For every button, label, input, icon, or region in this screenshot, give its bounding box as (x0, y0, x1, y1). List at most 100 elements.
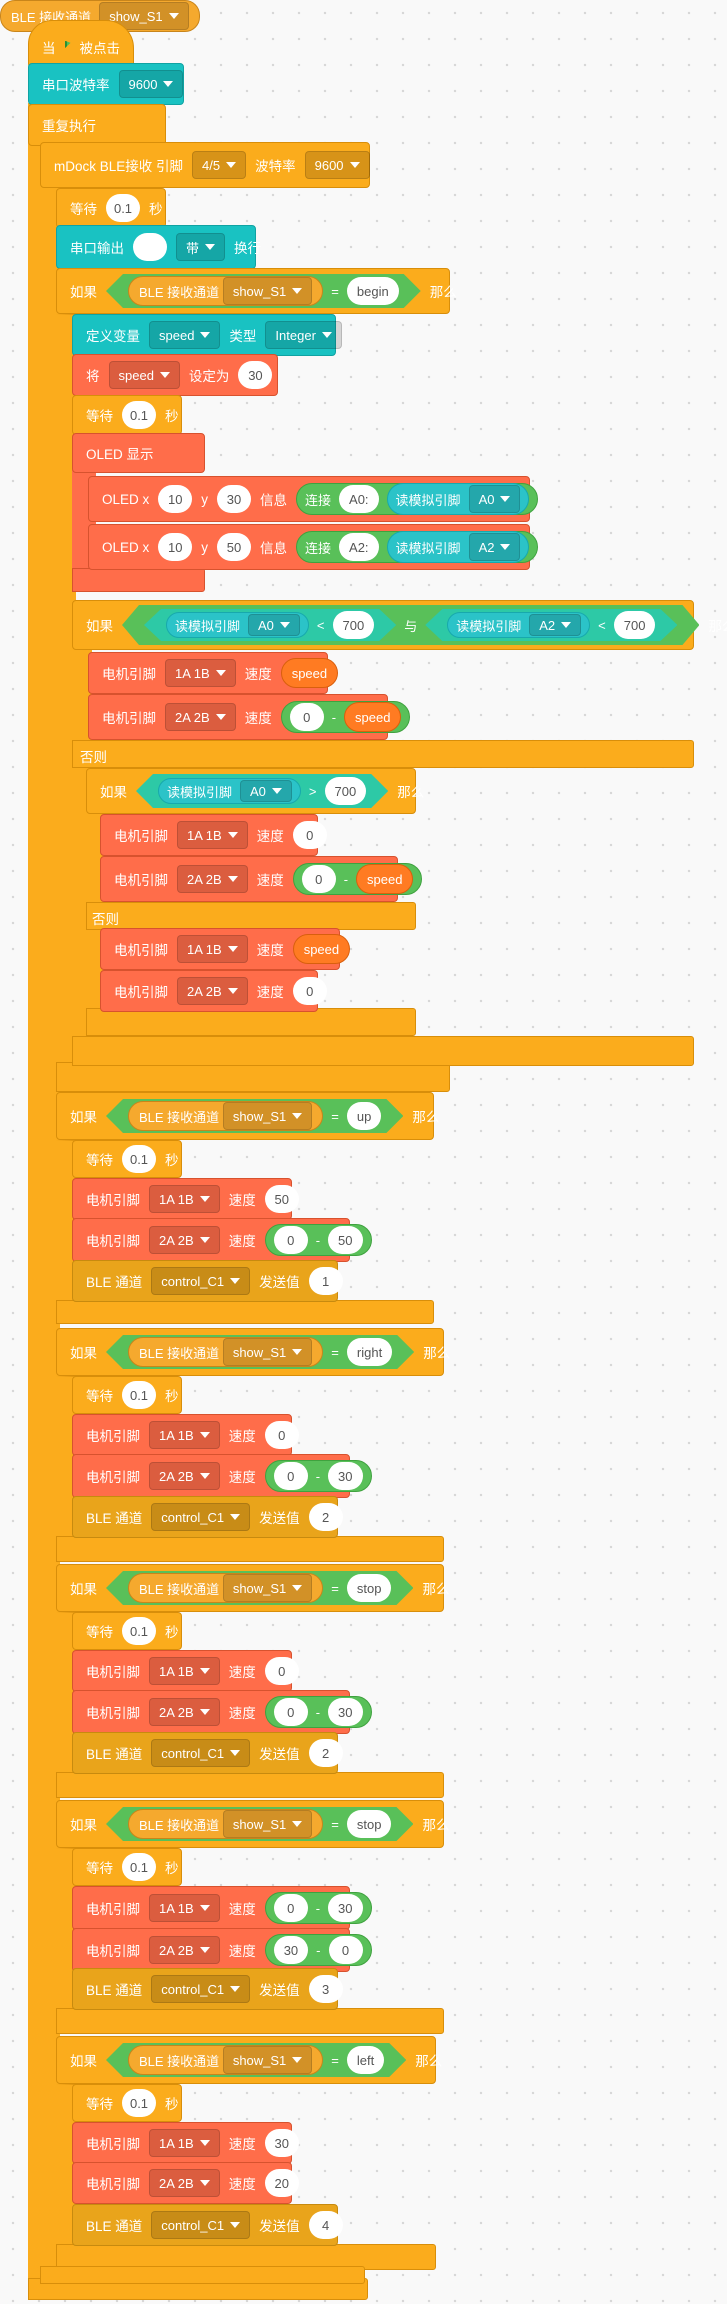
equals-condition[interactable]: BLE 接收通道 show_S1 = begin (106, 274, 421, 308)
when-label: 当 (42, 41, 56, 56)
ble-baud-label: 波特率 (255, 159, 296, 174)
if-left-arm (56, 2084, 80, 2263)
forever-label: 重复执行 (42, 119, 96, 134)
serial-output-block[interactable]: 串口输出 带 换行 (56, 225, 261, 269)
if-begin-bottom (56, 1062, 450, 1092)
with-dropdown[interactable]: 带 (176, 233, 226, 261)
else-label: 否则 (80, 750, 107, 765)
if-up-arm (56, 1140, 80, 1319)
wait-label: 等待 (70, 202, 97, 217)
ble-channel-reporter[interactable]: BLE 接收通道 show_S1 (0, 0, 200, 32)
when-flag-clicked-block[interactable]: 当 被点击 (28, 20, 134, 68)
if-stop2-arm (56, 1848, 80, 2029)
set-variable-block[interactable]: 将 speed 设定为 30 (72, 354, 278, 396)
if-left-bottom (56, 2244, 436, 2270)
wait-input[interactable]: 0.1 (106, 194, 140, 222)
if-a0-bottom (72, 1036, 694, 1066)
then-label: 那么 (429, 285, 457, 300)
serial-baud-block[interactable]: 串口波特率 9600 (28, 63, 184, 105)
wait-block-1[interactable]: 等待 0.1 秒 (56, 188, 166, 228)
begin-input[interactable]: begin (347, 277, 399, 305)
newline-label: 换行 (234, 241, 262, 256)
pins-dropdown[interactable]: 4/5 (192, 151, 247, 179)
baud-dropdown[interactable]: 9600 (118, 70, 184, 98)
var-type-dropdown[interactable]: Integer (265, 321, 342, 349)
if-stop-block-2[interactable]: 如果 BLE 接收通道 show_S1=stop 那么 (56, 1800, 449, 1848)
if-left-block[interactable]: 如果 BLE 接收通道 show_S1=left 那么 (56, 2036, 442, 2084)
if-right-bottom (56, 1536, 444, 1562)
if-a0-gt-bottom (86, 1008, 416, 1036)
serial-baud-label: 串口波特率 (42, 78, 110, 93)
if-begin-block[interactable]: 如果 BLE 接收通道 show_S1 = begin 那么 (56, 268, 457, 314)
forever-block[interactable]: 重复执行 (28, 104, 166, 146)
if-stop-arm (56, 1612, 80, 1793)
if-a0-else-bar (72, 740, 694, 768)
minus-operator[interactable]: 0-speed (280, 701, 411, 733)
if-label: 如果 (70, 285, 97, 300)
if-stop-bottom (56, 1772, 444, 1798)
ble-receive-bottom (40, 2266, 365, 2284)
define-variable-block[interactable]: 定义变量 speed 类型 Integer (72, 314, 342, 356)
ble-receive-block[interactable]: mDock BLE接收 引脚 4/5 波特率 9600 (40, 142, 370, 188)
serial-output-input[interactable] (133, 233, 167, 261)
if-up-block[interactable]: 如果 BLE 接收通道 show_S1=up 那么 (56, 1092, 439, 1140)
if-begin-arm (56, 314, 80, 1095)
ble-channel-reporter[interactable]: BLE 接收通道 show_S1 (128, 276, 323, 306)
if-stop2-bottom (56, 2008, 444, 2034)
wait-block-2[interactable]: 等待 0.1 秒 (72, 395, 182, 435)
ble-baud-dropdown[interactable]: 9600 (304, 151, 370, 179)
if-stop-block[interactable]: 如果 BLE 接收通道 show_S1=stop 那么 (56, 1564, 449, 1612)
if-right-block[interactable]: 如果 BLE 接收通道 show_S1=right 那么 (56, 1328, 450, 1376)
oled-show-bottom (72, 568, 205, 592)
seconds-label: 秒 (149, 202, 163, 217)
oled-show-block[interactable]: OLED 显示 (72, 433, 205, 473)
green-flag-icon (64, 40, 71, 49)
if-right-arm (56, 1376, 80, 1557)
ble-receive-label: mDock BLE接收 引脚 (54, 159, 184, 174)
set-value-input[interactable]: 30 (238, 361, 273, 389)
if-up-bottom (56, 1300, 434, 1324)
var-name-dropdown[interactable]: speed (149, 321, 221, 349)
serial-output-label: 串口输出 (70, 241, 124, 256)
set-var-dropdown[interactable]: speed (108, 361, 180, 389)
